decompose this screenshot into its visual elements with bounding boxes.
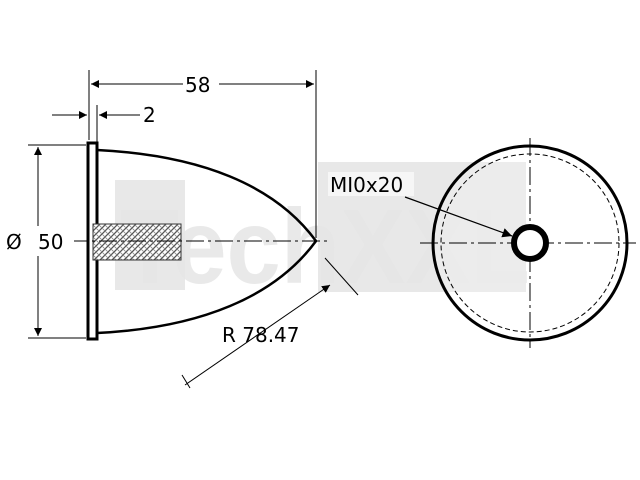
- label-bg-thread: [328, 172, 414, 196]
- diameter-symbol: Ø: [6, 230, 22, 254]
- radius-leader: [184, 284, 331, 386]
- dimension-label-radius: R 78.47: [222, 323, 300, 347]
- dimension-label-diameter: 50: [38, 230, 63, 254]
- dimension-diameter: Ø 50: [4, 144, 86, 339]
- front-view: MI0x20: [328, 138, 636, 348]
- label-bg-diameter: [4, 228, 74, 254]
- dimension-label-length: 58: [185, 73, 210, 97]
- thread-label: MI0x20: [330, 173, 403, 197]
- radius-leader-tick-end: [324, 257, 359, 296]
- dimension-radius: R 78.47: [181, 257, 359, 389]
- thread-leader: [404, 196, 513, 238]
- label-bg-length: [183, 72, 219, 96]
- dimension-label-flange: 2: [143, 103, 156, 127]
- thread-hole: [511, 224, 549, 262]
- dimension-length: 58: [88, 70, 317, 238]
- dimension-flange: 2: [52, 103, 156, 143]
- radius-leader-tick-start: [181, 374, 191, 389]
- thread: [92, 223, 182, 261]
